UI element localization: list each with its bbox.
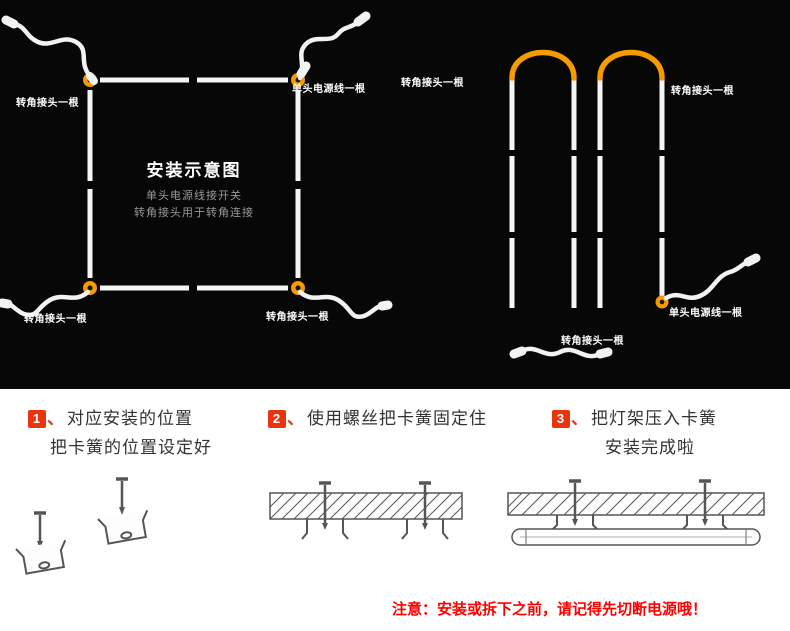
label-corner-connector-serp-left: 转角接头一根 <box>401 78 464 89</box>
corner-cable-bottom-right-icon <box>297 289 393 320</box>
step-number-separator: 、 <box>287 409 305 428</box>
label-corner-connector-bl: 转角接头一根 <box>24 314 87 325</box>
step-3-heading: 3、把灯架压入卡簧 <box>552 404 717 429</box>
square-frame-tubes <box>87 77 301 291</box>
label-corner-connector-serp-bottom: 转角接头一根 <box>561 336 624 347</box>
diagram-subtitle-2: 转角接头用于转角连接 <box>134 207 254 219</box>
power-warning-notice: 注意：安装或拆下之前，请记得先切断电源哦！ <box>392 601 708 618</box>
step-number-badge: 2 <box>268 410 286 428</box>
label-corner-connector-tl: 转角接头一根 <box>16 98 79 109</box>
step-1-heading: 1、对应安装的位置 <box>28 404 193 429</box>
step-1-line2: 把卡簧的位置设定好 <box>50 438 212 457</box>
serpentine-tubes <box>509 78 665 308</box>
label-power-cord-serp: 单头电源线一根 <box>669 308 743 319</box>
installation-diagram-section: 转角接头一根 单头电源线一根 转角接头一根 转角接头一根 转角接头一根 转角接头… <box>0 0 790 389</box>
ceiling-lamp-illustration <box>507 479 765 546</box>
step-number-badge: 1 <box>28 410 46 428</box>
step-2-heading: 2、使用螺丝把卡簧固定住 <box>268 404 487 429</box>
step-text: 把灯架压入卡簧 <box>591 409 717 428</box>
power-cable-top-right-icon <box>296 11 371 81</box>
corner-cable-top-left-icon <box>1 15 98 85</box>
step-number-separator: 、 <box>571 409 589 428</box>
installation-steps-section: 1、对应安装的位置 把卡簧的位置设定好 2、使用螺丝把卡簧固定住 3、把灯架压入… <box>0 389 790 631</box>
corner-cable-bottom-left-icon <box>0 289 91 318</box>
step-text: 使用螺丝把卡簧固定住 <box>307 409 487 428</box>
step-number-badge: 3 <box>552 410 570 428</box>
step-number-separator: 、 <box>47 409 65 428</box>
step-text: 对应安装的位置 <box>67 409 193 428</box>
installation-diagram-graphic <box>0 11 761 359</box>
corner-connector-dots <box>83 73 305 295</box>
corner-arc-connectors <box>509 49 665 81</box>
label-power-cord-tr: 单头电源线一根 <box>292 84 366 95</box>
steps-illustrations-graphic <box>15 477 765 575</box>
power-cable-serpentine-right-icon <box>663 253 761 301</box>
ceiling-clips-illustration <box>269 481 463 540</box>
diagram-title: 安装示意图 <box>146 161 242 180</box>
step-3-line2: 安装完成啦 <box>605 438 695 457</box>
label-corner-connector-serp-right: 转角接头一根 <box>671 86 734 97</box>
corner-cable-serpentine-bottom-icon <box>509 346 613 359</box>
diagram-subtitle-1: 单头电源线接开关 <box>146 190 242 202</box>
clip-screw-illustration <box>15 477 149 575</box>
label-corner-connector-br: 转角接头一根 <box>266 312 329 323</box>
